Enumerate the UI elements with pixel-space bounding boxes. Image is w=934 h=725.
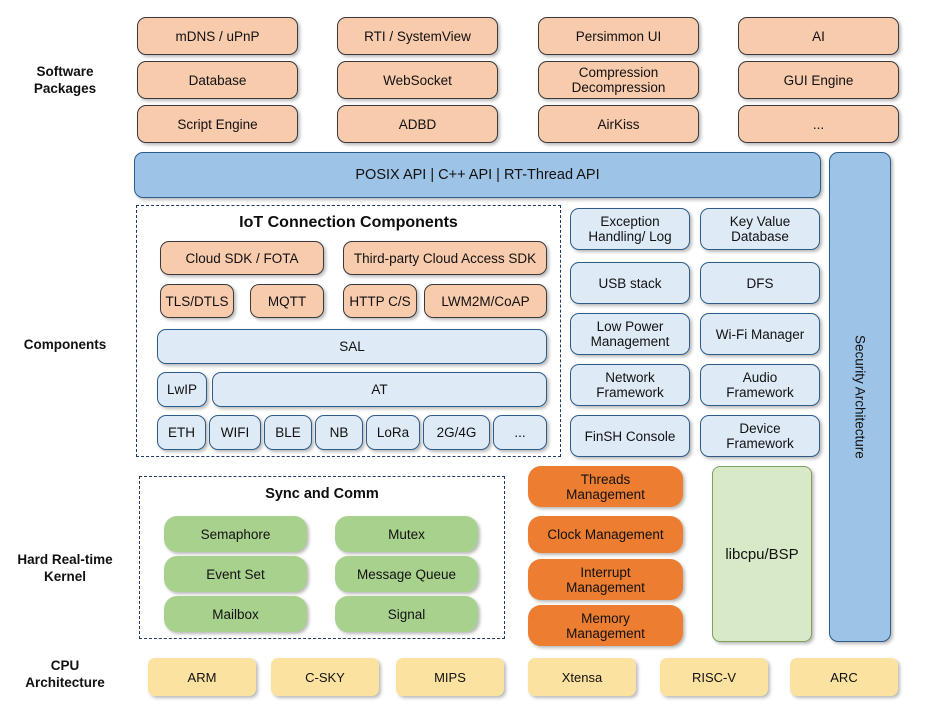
component-network-framework[interactable]: Network Framework	[570, 364, 690, 406]
security-architecture-bar[interactable]: Security Architecture	[829, 152, 891, 642]
kernel-threads-management-label: Threads Management	[566, 471, 645, 502]
package-persimmon-ui[interactable]: Persimmon UI	[538, 17, 699, 55]
row-label-cpu-line2: Architecture	[25, 675, 105, 690]
kernel-mailbox[interactable]: Mailbox	[164, 596, 307, 632]
kernel-interrupt-management[interactable]: Interrupt Management	[528, 559, 683, 600]
kernel-message-queue[interactable]: Message Queue	[335, 556, 478, 592]
cpu-mips[interactable]: MIPS	[396, 658, 504, 696]
component-wifi-manager[interactable]: Wi-Fi Manager	[700, 313, 820, 355]
cpu-arc[interactable]: ARC	[790, 658, 898, 696]
package-mdns-upnp[interactable]: mDNS / uPnP	[137, 17, 298, 55]
kernel-memory-management-label: Memory Management	[566, 610, 645, 641]
package-websocket[interactable]: WebSocket	[337, 61, 498, 99]
iot-third-party-cloud-access-sdk[interactable]: Third-party Cloud Access SDK	[343, 241, 547, 275]
component-device-framework[interactable]: Device Framework	[700, 415, 820, 457]
cpu-xtensa[interactable]: Xtensa	[528, 658, 636, 696]
package-ai[interactable]: AI	[738, 17, 899, 55]
kernel-clock-management[interactable]: Clock Management	[528, 516, 683, 553]
cpu-risc-v[interactable]: RISC-V	[660, 658, 768, 696]
kernel-threads-management[interactable]: Threads Management	[528, 466, 683, 507]
iot-at[interactable]: AT	[212, 372, 547, 407]
iot-ellipsis[interactable]: ...	[493, 415, 547, 450]
component-device-framework-label: Device Framework	[726, 421, 794, 451]
iot-tls-dtls[interactable]: TLS/DTLS	[160, 284, 234, 318]
component-finsh-console[interactable]: FinSH Console	[570, 415, 690, 457]
package-script-engine[interactable]: Script Engine	[137, 105, 298, 143]
component-exception-handling-label: Exception Handling/ Log	[588, 214, 672, 244]
package-adbd[interactable]: ADBD	[337, 105, 498, 143]
package-gui-engine[interactable]: GUI Engine	[738, 61, 899, 99]
iot-cloud-sdk-fota[interactable]: Cloud SDK / FOTA	[160, 241, 324, 275]
component-usb-stack[interactable]: USB stack	[570, 262, 690, 304]
iot-http-cs[interactable]: HTTP C/S	[343, 284, 417, 318]
iot-lwm2m-coap[interactable]: LWM2M/CoAP	[424, 284, 547, 318]
kernel-semaphore[interactable]: Semaphore	[164, 516, 307, 552]
row-label-kernel-line2: Kernel	[43, 569, 87, 584]
iot-2g-4g[interactable]: 2G/4G	[423, 415, 490, 450]
component-key-value-database-label: Key Value Database	[729, 214, 791, 244]
component-key-value-database[interactable]: Key Value Database	[700, 208, 820, 250]
kernel-interrupt-management-label: Interrupt Management	[566, 564, 645, 595]
row-label-kernel: Hard Real-time Kernel	[0, 551, 130, 585]
package-compression-label: Compression Decompression	[571, 65, 666, 95]
component-low-power-management[interactable]: Low Power Management	[570, 313, 690, 355]
iot-nb[interactable]: NB	[315, 415, 363, 450]
component-dfs[interactable]: DFS	[700, 262, 820, 304]
component-network-framework-label: Network Framework	[596, 370, 664, 400]
iot-lora[interactable]: LoRa	[366, 415, 420, 450]
iot-ble[interactable]: BLE	[264, 415, 312, 450]
row-label-software-packages-line1: Software	[36, 64, 94, 79]
iot-sal[interactable]: SAL	[157, 329, 547, 364]
security-architecture-label: Security Architecture	[852, 335, 868, 459]
package-database[interactable]: Database	[137, 61, 298, 99]
row-label-components: Components	[0, 336, 130, 353]
cpu-arm[interactable]: ARM	[148, 658, 256, 696]
component-audio-framework-label: Audio Framework	[726, 370, 794, 400]
row-label-software-packages: Software Packages	[0, 63, 130, 97]
sync-and-comm-title: Sync and Comm	[265, 486, 379, 502]
package-rti-systemview[interactable]: RTI / SystemView	[337, 17, 498, 55]
component-audio-framework[interactable]: Audio Framework	[700, 364, 820, 406]
kernel-signal[interactable]: Signal	[335, 596, 478, 632]
iot-mqtt[interactable]: MQTT	[250, 284, 324, 318]
component-low-power-label: Low Power Management	[590, 319, 670, 349]
package-airkiss[interactable]: AirKiss	[538, 105, 699, 143]
kernel-event-set[interactable]: Event Set	[164, 556, 307, 592]
package-ellipsis[interactable]: ...	[738, 105, 899, 143]
api-layer-bar[interactable]: POSIX API | C++ API | RT-Thread API	[134, 152, 821, 198]
package-compression-decompression[interactable]: Compression Decompression	[538, 61, 699, 99]
kernel-mutex[interactable]: Mutex	[335, 516, 478, 552]
iot-connection-components-title: IoT Connection Components	[239, 214, 458, 231]
component-exception-handling-log[interactable]: Exception Handling/ Log	[570, 208, 690, 250]
row-label-software-packages-line2: Packages	[33, 81, 97, 96]
iot-lwip[interactable]: LwIP	[157, 372, 207, 407]
iot-wifi[interactable]: WIFI	[209, 415, 261, 450]
cpu-c-sky[interactable]: C-SKY	[271, 658, 379, 696]
libcpu-bsp-block[interactable]: libcpu/BSP	[712, 466, 812, 642]
row-label-components-text: Components	[23, 337, 107, 352]
kernel-memory-management[interactable]: Memory Management	[528, 605, 683, 646]
row-label-cpu-architecture: CPU Architecture	[0, 657, 130, 691]
iot-eth[interactable]: ETH	[157, 415, 206, 450]
row-label-kernel-line1: Hard Real-time	[17, 552, 113, 567]
row-label-cpu-line1: CPU	[50, 658, 80, 673]
